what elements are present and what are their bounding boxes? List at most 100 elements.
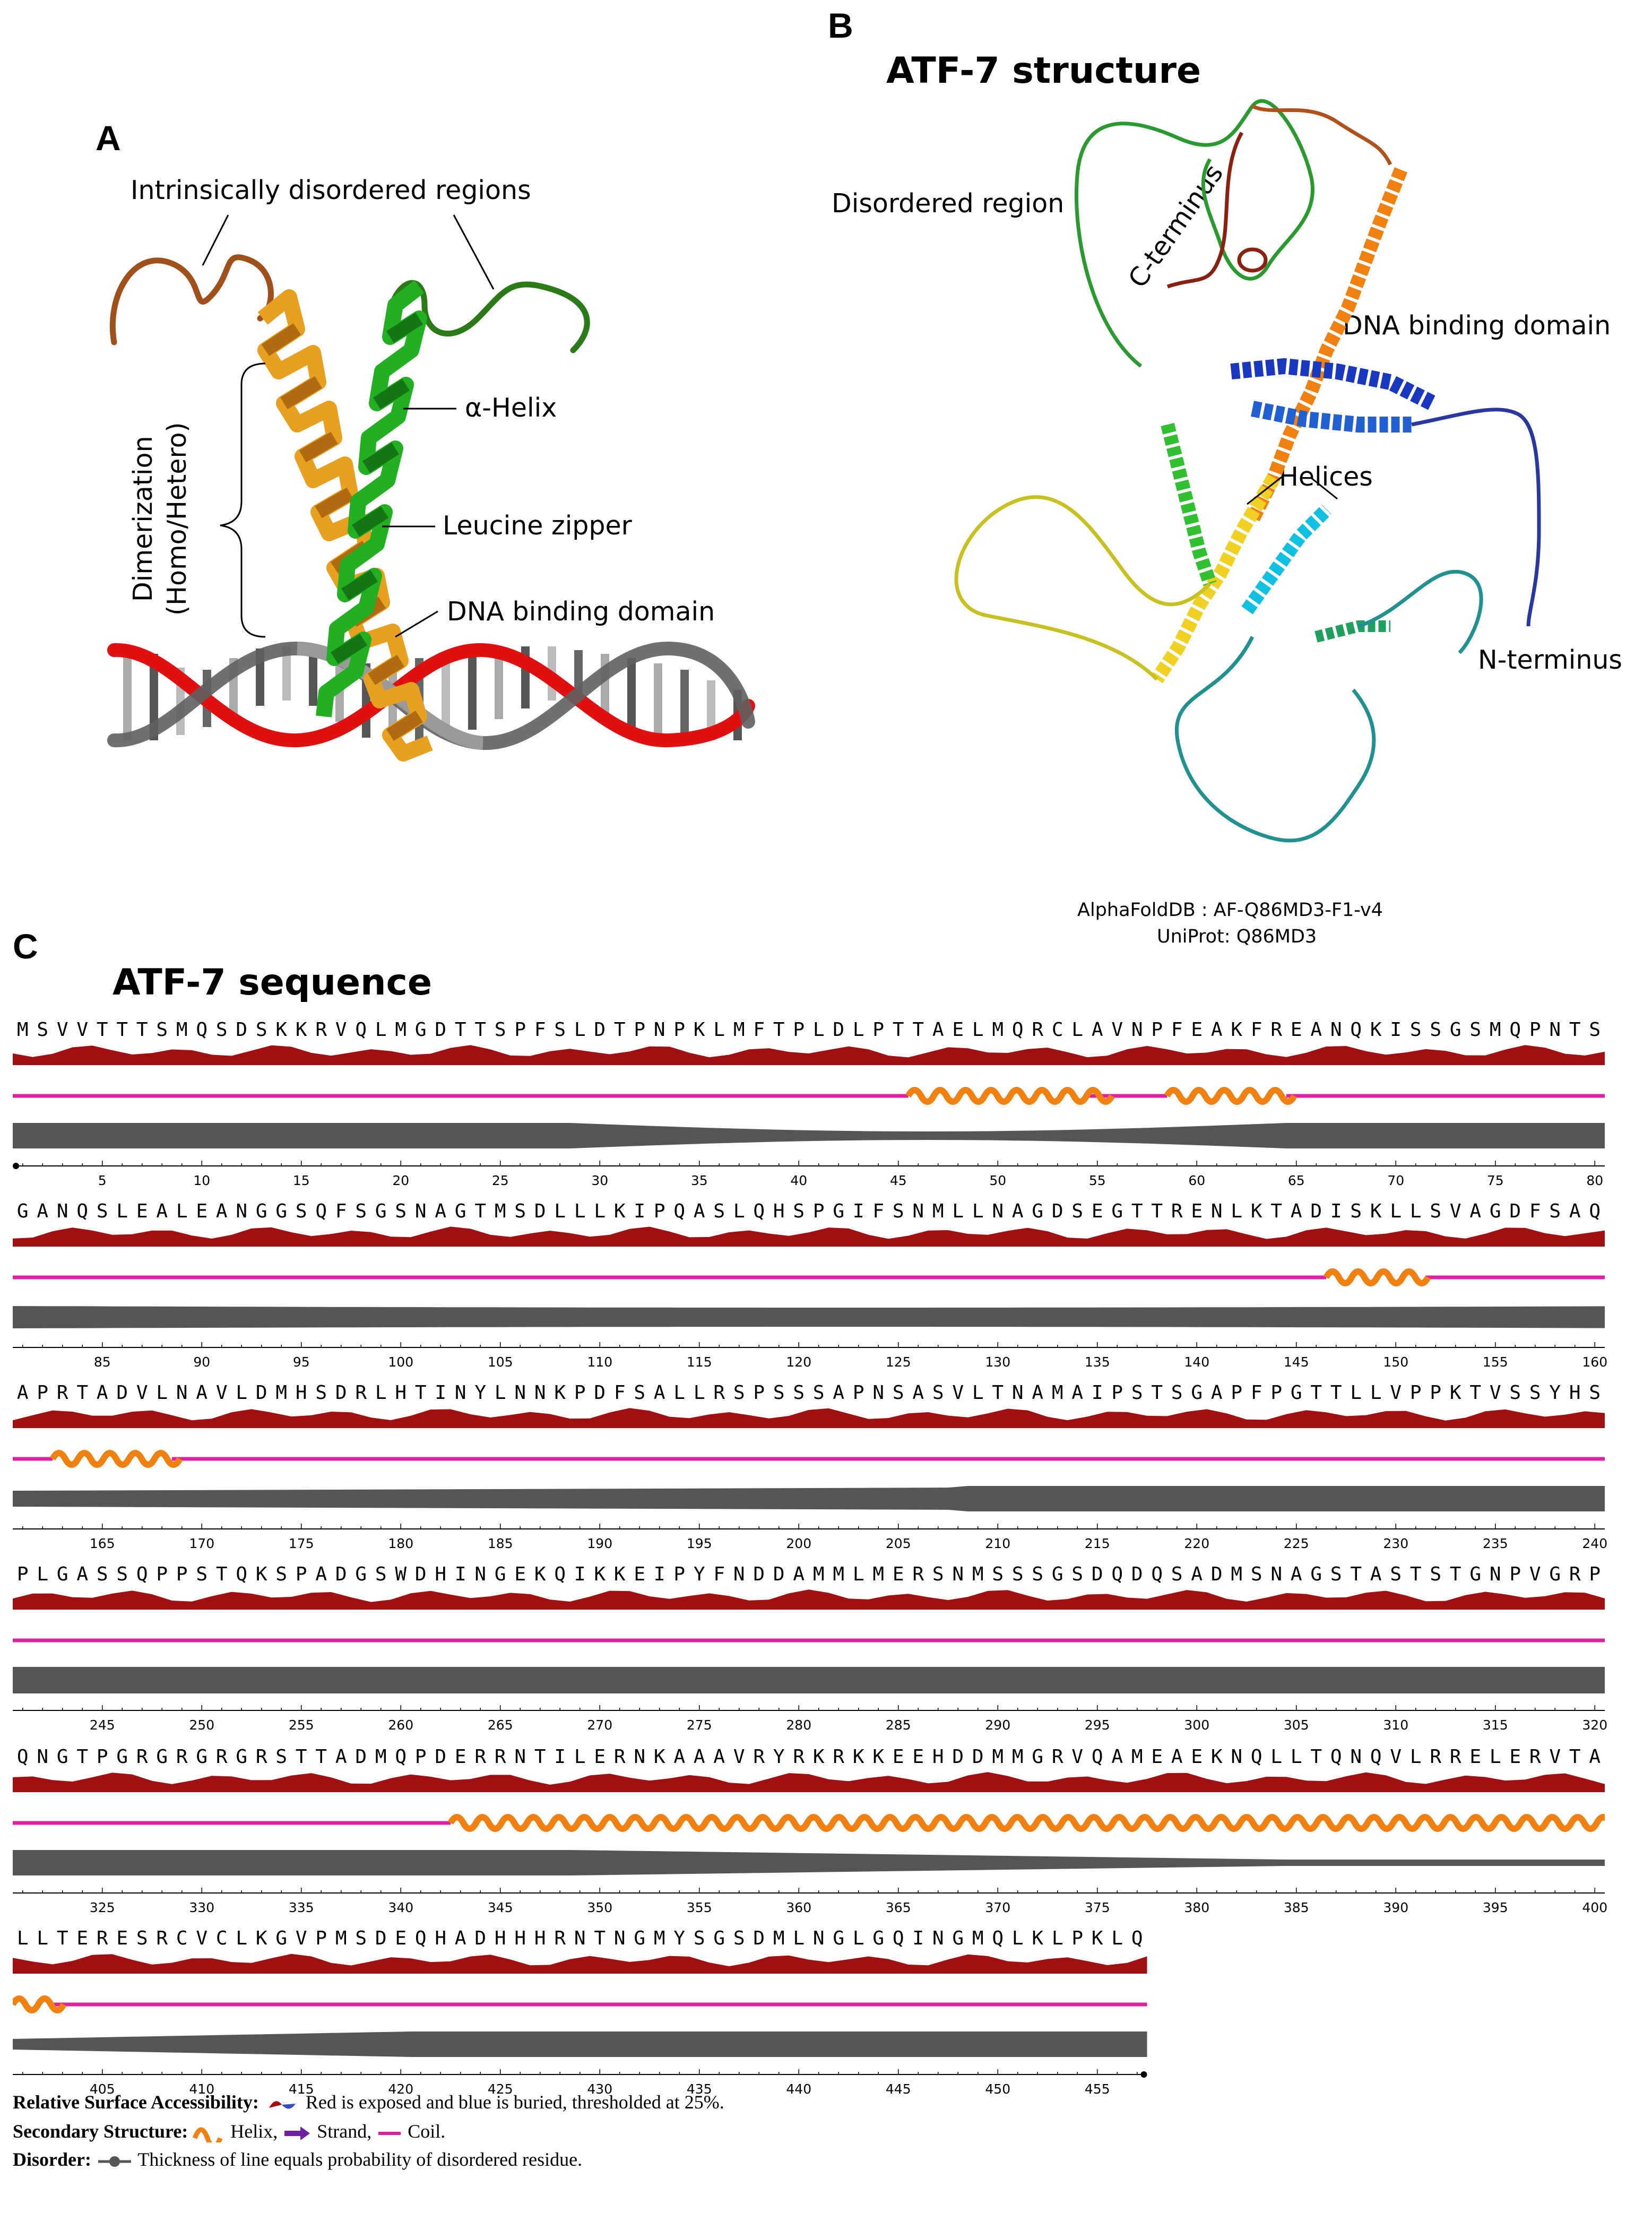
residue: D (335, 1563, 347, 1585)
residue: Q (1131, 1927, 1143, 1949)
tick-label: 135 (1084, 1354, 1110, 1370)
residue: H (514, 1927, 526, 1949)
residue: P (852, 1382, 864, 1404)
residue: P (295, 1563, 307, 1585)
tick-label: 370 (985, 1900, 1011, 1915)
residue: V (295, 1927, 307, 1949)
residue: A (1091, 1019, 1103, 1041)
residue: T (1469, 1382, 1482, 1404)
residue: L (1290, 1746, 1302, 1768)
helices-label: Helices (1279, 462, 1373, 492)
residue: R (474, 1746, 487, 1768)
residue: M (972, 1927, 984, 1949)
residue: N (992, 1200, 1004, 1222)
residue: N (236, 1200, 248, 1222)
residue: P (156, 1563, 168, 1585)
idr-tail-brown (109, 254, 274, 345)
residue: N (872, 1382, 885, 1404)
helix-segment (1323, 1268, 1431, 1286)
tick-label: 405 (89, 2081, 115, 2097)
residue: H (395, 1382, 407, 1404)
residue: G (196, 1746, 208, 1768)
residue: P (315, 1927, 327, 1949)
residue: R (1569, 1563, 1581, 1585)
residue: L (852, 1563, 864, 1585)
residue: P (634, 1019, 646, 1041)
residue: D (375, 1927, 387, 1949)
residue: H (494, 1927, 506, 1949)
residue: L (554, 1200, 566, 1222)
tick-label: 195 (686, 1536, 712, 1551)
legend-ss-label: Secondary Structure: (13, 2121, 188, 2142)
residue: E (1290, 1019, 1302, 1041)
tick-label: 90 (193, 1354, 211, 1370)
residue: V (56, 1019, 68, 1041)
residue: S (1469, 1019, 1482, 1041)
residue: P (812, 1200, 825, 1222)
residue: S (1430, 1200, 1442, 1222)
residue: A (215, 1200, 228, 1222)
residue: S (375, 1563, 387, 1585)
tick-label: 410 (189, 2081, 215, 2097)
residue: V (1529, 1563, 1541, 1585)
residue: Q (554, 1563, 566, 1585)
residue: N (474, 1563, 487, 1585)
residue: H (295, 1382, 307, 1404)
legend-dis-text: Thickness of line equals probability of … (137, 2149, 583, 2170)
residue: A (454, 1927, 466, 1949)
residue: P (176, 1563, 188, 1585)
residue: L (236, 1382, 248, 1404)
residue: I (554, 1746, 566, 1768)
residue: S (1589, 1382, 1601, 1404)
legend-rsa: Relative Surface Accessibility: Red is e… (13, 2091, 724, 2113)
residue: S (1011, 1563, 1024, 1585)
helix-segment (447, 1814, 1605, 1832)
residue: M (972, 1563, 984, 1585)
residue: Q (1111, 1563, 1123, 1585)
tick-label: 395 (1482, 1900, 1508, 1915)
dna-binding-label: DNA binding domain (447, 597, 715, 627)
residue: I (912, 1927, 924, 1949)
residue: E (594, 1746, 606, 1768)
tick-label: 120 (786, 1354, 812, 1370)
residue: Q (1250, 1746, 1262, 1768)
helix-segment (905, 1087, 1115, 1105)
residue: I (653, 1563, 665, 1585)
sequence-end-marker (13, 1163, 19, 1169)
residue: Y (474, 1382, 487, 1404)
residue: P (514, 1019, 526, 1041)
tick-label: 95 (292, 1354, 310, 1370)
residue: E (952, 1019, 964, 1041)
tick-label: 365 (885, 1900, 911, 1915)
residue: E (116, 1927, 128, 1949)
residue: S (96, 1563, 108, 1585)
helix-segment (13, 1995, 67, 2013)
residue: A (1171, 1746, 1183, 1768)
residue: A (793, 1563, 805, 1585)
residue: A (96, 1382, 108, 1404)
residue: L (594, 1200, 606, 1222)
residue: L (1489, 1746, 1501, 1768)
residue: G (1489, 1200, 1501, 1222)
tick-label: 75 (1486, 1173, 1504, 1188)
residue: Q (1589, 1200, 1601, 1222)
residue: P (37, 1382, 49, 1404)
residue: E (196, 1200, 208, 1222)
helix-segment (49, 1450, 183, 1468)
residue: G (275, 1200, 288, 1222)
tick-label: 65 (1287, 1173, 1305, 1188)
residue: D (1051, 1200, 1063, 1222)
residue: S (1171, 1382, 1183, 1404)
residue: N (952, 1563, 964, 1585)
residue: A (335, 1746, 347, 1768)
residue: L (1350, 1382, 1362, 1404)
residue: G (833, 1200, 845, 1222)
residue: S (255, 1019, 267, 1041)
panel-a-letter: A (96, 118, 121, 158)
residue: L (1409, 1200, 1422, 1222)
residue: E (454, 1746, 466, 1768)
residue: E (1191, 1019, 1203, 1041)
residue: R (136, 1746, 148, 1768)
residue: K (594, 1563, 606, 1585)
